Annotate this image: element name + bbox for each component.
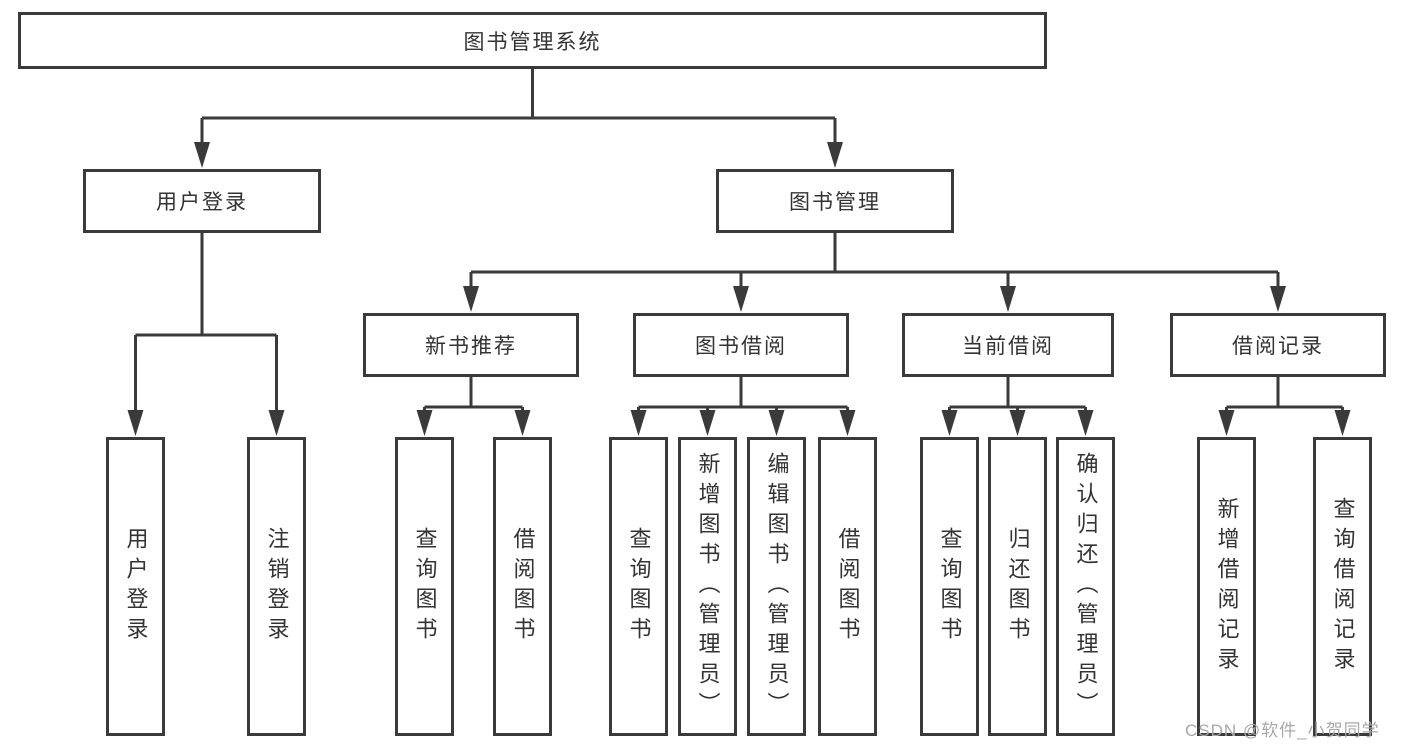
leaf-query-books-borrowing: 查询图书 [609,437,668,736]
leaf-label: 查询图书 [626,526,652,647]
leaf-label: 编辑图书（管理员） [764,451,790,722]
arrowheads [127,142,1351,436]
leaf-confirm-return-admin: 确认归还（管理员） [1056,437,1115,736]
leaf-label: 新增图书（管理员） [695,451,721,722]
node-label: 借阅记录 [1232,335,1324,358]
leaf-edit-books-admin: 编辑图书（管理员） [747,437,806,736]
leaf-label: 新增借阅记录 [1214,496,1240,677]
node-book-borrowing: 图书借阅 [633,313,849,377]
connector-book-borrowing-to-leaves [637,377,849,411]
leaf-label: 注销登录 [264,526,290,647]
leaf-borrow-books-borrowing: 借阅图书 [818,437,877,736]
connector-new-book-recommendation-to-leaves [423,377,524,411]
connector-book-management-to-level2 [469,233,1280,287]
node-library-management-system: 图书管理系统 [18,12,1047,69]
node-label: 新书推荐 [425,335,517,358]
leaf-query-borrow-record: 查询借阅记录 [1313,437,1372,736]
node-book-management: 图书管理 [716,169,954,233]
leaf-add-books-admin: 新增图书（管理员） [678,437,737,736]
node-label: 图书管理系统 [463,30,602,54]
leaf-label: 借阅图书 [835,526,861,647]
leaf-label: 用户登录 [123,526,149,647]
node-label: 图书借阅 [695,335,787,358]
connector-current-borrowing-to-leaves [948,377,1087,411]
node-user-login: 用户登录 [83,169,321,233]
connector-borrowing-records-to-leaves [1225,377,1344,411]
leaf-user-login: 用户登录 [106,437,165,736]
leaf-add-borrow-record: 新增借阅记录 [1197,437,1256,736]
node-label: 图书管理 [789,191,881,214]
leaf-borrow-books-recommend: 借阅图书 [493,437,552,736]
node-current-borrowing: 当前借阅 [902,313,1114,377]
leaf-return-books: 归还图书 [988,437,1047,736]
node-new-book-recommendation: 新书推荐 [363,313,579,377]
leaf-query-books-current: 查询图书 [920,437,979,736]
node-label: 用户登录 [156,191,248,214]
node-borrowing-records: 借阅记录 [1170,313,1386,377]
leaf-query-books-recommend: 查询图书 [395,437,454,736]
leaf-label: 查询图书 [937,526,963,647]
leaf-logout: 注销登录 [247,437,306,736]
leaf-label: 查询借阅记录 [1330,496,1356,677]
connector-root-to-level1 [200,69,837,142]
leaf-label: 借阅图书 [510,526,536,647]
leaf-label: 查询图书 [412,526,438,647]
leaf-label: 归还图书 [1005,526,1031,647]
csdn-watermark: CSDN @软件_小贺同学 [1185,721,1380,740]
leaf-label: 确认归还（管理员） [1073,451,1099,722]
node-label: 当前借阅 [962,335,1054,358]
connector-user-login-to-leaves [134,233,278,411]
